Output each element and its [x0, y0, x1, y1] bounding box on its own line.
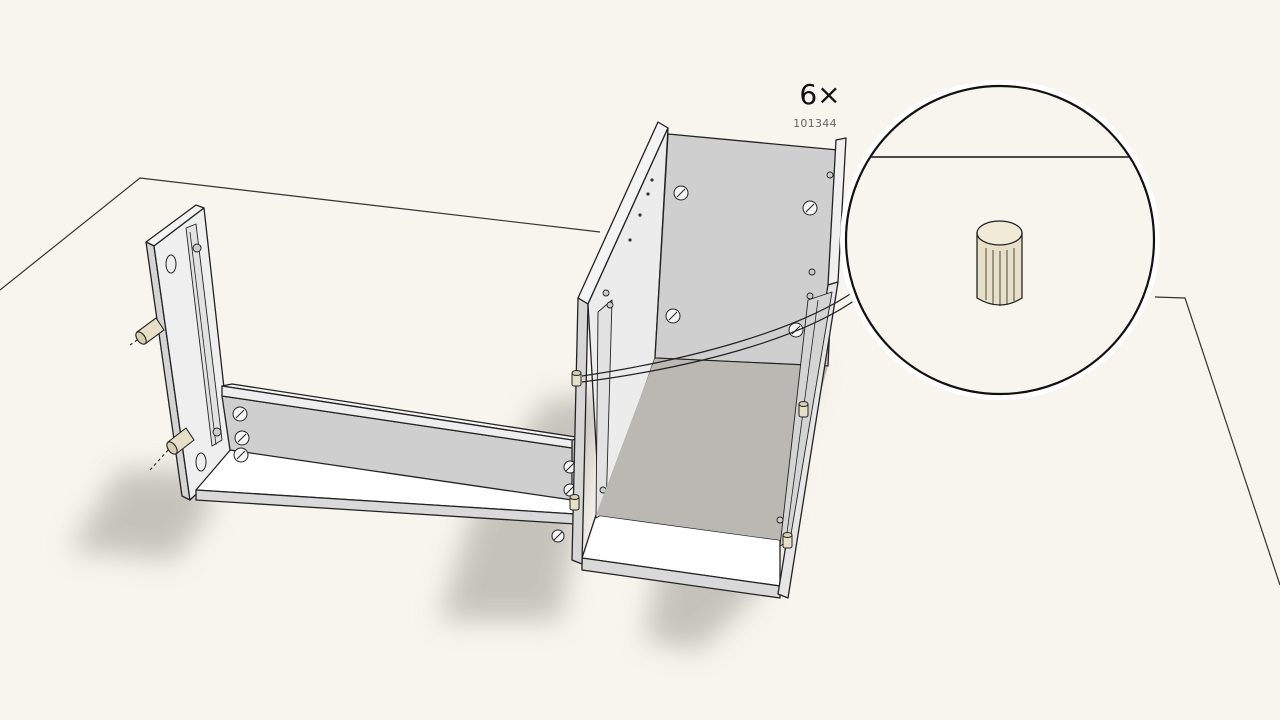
cam-fitting-icon	[234, 430, 250, 446]
cam-fitting-icon	[802, 200, 818, 216]
wooden-dowel-icon	[571, 370, 582, 387]
callout-connector	[581, 289, 859, 383]
quantity-label: 6×	[799, 78, 841, 111]
dowel-left-top	[129, 317, 165, 346]
back-rail	[221, 383, 583, 501]
dowel-left-bottom	[149, 427, 195, 471]
cam-fitting-icon	[665, 308, 681, 324]
cam-fittings-left	[232, 406, 577, 543]
detail-zoom-icon	[840, 80, 1160, 400]
wooden-dowel-icon	[782, 532, 793, 549]
wooden-dowel-icon	[569, 494, 580, 511]
center-divider-panel	[571, 121, 669, 565]
dowels-inserted	[569, 370, 809, 549]
cam-fitting-icon	[673, 185, 689, 201]
left-side-panel	[145, 204, 233, 501]
right-side-panel	[776, 137, 847, 599]
wooden-dowel-icon	[798, 401, 809, 418]
back-panel	[596, 133, 839, 540]
floor-outline	[0, 177, 1280, 586]
cam-fitting-icon	[551, 529, 565, 543]
wooden-dowel-icon	[976, 220, 1023, 306]
part-number-label: 101344	[793, 117, 837, 130]
cam-fitting-icon	[788, 322, 804, 338]
cam-fitting-icon	[233, 447, 249, 463]
cam-fitting-icon	[232, 406, 248, 422]
cam-fittings-right	[665, 185, 818, 338]
